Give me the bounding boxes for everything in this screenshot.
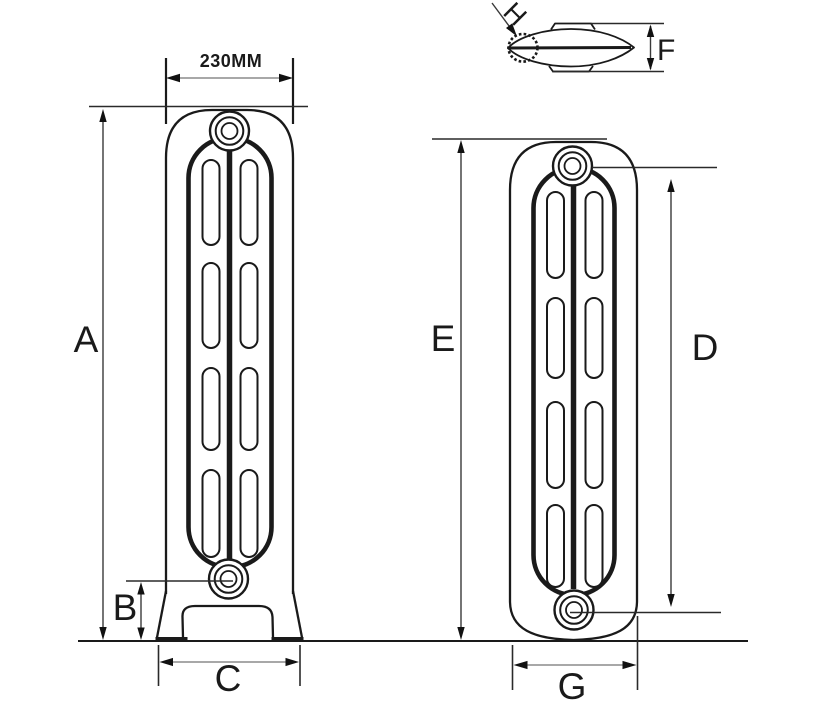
arrowhead-down-icon xyxy=(137,627,145,640)
dim-label-e: E xyxy=(431,318,456,359)
arrowhead-left-icon xyxy=(166,73,180,83)
column-slot xyxy=(201,367,221,451)
front-slots xyxy=(201,159,259,558)
column-slot xyxy=(584,401,604,489)
front-right-foot-outer xyxy=(291,590,304,638)
column-slot xyxy=(584,191,604,279)
arrowhead-up-icon xyxy=(137,582,145,595)
section-centre-line xyxy=(508,46,632,50)
section-view xyxy=(507,22,635,73)
column-slot xyxy=(201,262,221,349)
column-slot xyxy=(546,191,565,279)
side-body-outline xyxy=(508,140,639,642)
arrowhead-left-icon xyxy=(513,660,528,670)
column-slot xyxy=(201,469,221,558)
dimension-top-width: 230MM xyxy=(164,51,295,124)
column-slot xyxy=(239,262,259,349)
side-slots xyxy=(546,191,604,588)
dim-label-b: B xyxy=(113,587,138,628)
column-slot xyxy=(201,159,221,246)
front-top-boss xyxy=(208,110,251,152)
column-slot xyxy=(546,297,565,379)
dim-label-a: A xyxy=(74,319,99,360)
boss-ring xyxy=(559,595,589,625)
dim-label-g: G xyxy=(558,666,587,707)
arrowhead-down-icon xyxy=(667,594,675,607)
front-left-foot-outer xyxy=(155,590,168,638)
front-bottom-boss xyxy=(207,558,250,600)
arrowhead-right-icon xyxy=(285,657,299,667)
column-slot xyxy=(546,401,565,489)
side-top-boss xyxy=(551,145,594,187)
section-top-flange xyxy=(550,22,596,30)
dimension-f: F xyxy=(552,22,675,73)
front-feet xyxy=(155,590,304,642)
dimension-a: A xyxy=(74,105,308,640)
dim-label-top-width: 230MM xyxy=(200,51,263,71)
dimension-h: H xyxy=(491,0,533,37)
front-feet-arch xyxy=(181,604,275,638)
column-slot xyxy=(239,367,259,451)
boss-ring xyxy=(219,570,238,588)
dim-label-d: D xyxy=(692,327,719,368)
dimension-e: E xyxy=(431,138,607,640)
side-view xyxy=(508,140,639,642)
dimension-g: G xyxy=(511,616,639,707)
arrowhead-up-icon xyxy=(667,179,675,192)
arrowhead-down-icon xyxy=(457,627,465,640)
arrowhead-down-icon xyxy=(99,627,107,640)
arrowhead-right-icon xyxy=(279,73,293,83)
dimension-d: D xyxy=(570,166,721,614)
boss-ring xyxy=(557,151,588,181)
arrowhead-down-icon xyxy=(646,58,655,71)
column-slot xyxy=(584,504,604,588)
boss-ring xyxy=(213,564,244,594)
dimension-c: C xyxy=(157,645,301,699)
section-body-outline xyxy=(507,28,635,68)
front-view xyxy=(155,108,304,642)
dimension-b: B xyxy=(113,580,233,640)
column-slot xyxy=(239,159,259,246)
arrowhead-left-icon xyxy=(159,657,173,667)
section-knurled-tip xyxy=(507,32,539,63)
arrowhead-up-icon xyxy=(99,109,107,122)
front-body-outline xyxy=(164,108,295,594)
column-slot xyxy=(546,504,565,588)
boss-ring xyxy=(214,116,245,146)
dim-label-f: F xyxy=(657,34,675,67)
arrowhead-diagonal-icon xyxy=(506,23,517,37)
dim-label-h: H xyxy=(497,0,532,32)
dim-label-c: C xyxy=(215,658,242,699)
column-slot xyxy=(239,469,259,558)
boss-ring xyxy=(563,157,582,175)
arrowhead-right-icon xyxy=(622,660,637,670)
side-bottom-boss xyxy=(553,589,595,631)
boss-ring xyxy=(220,122,239,140)
column-slot xyxy=(584,297,604,379)
arrowhead-up-icon xyxy=(646,24,655,37)
boss-ring xyxy=(565,601,583,619)
arrowhead-up-icon xyxy=(457,140,465,153)
